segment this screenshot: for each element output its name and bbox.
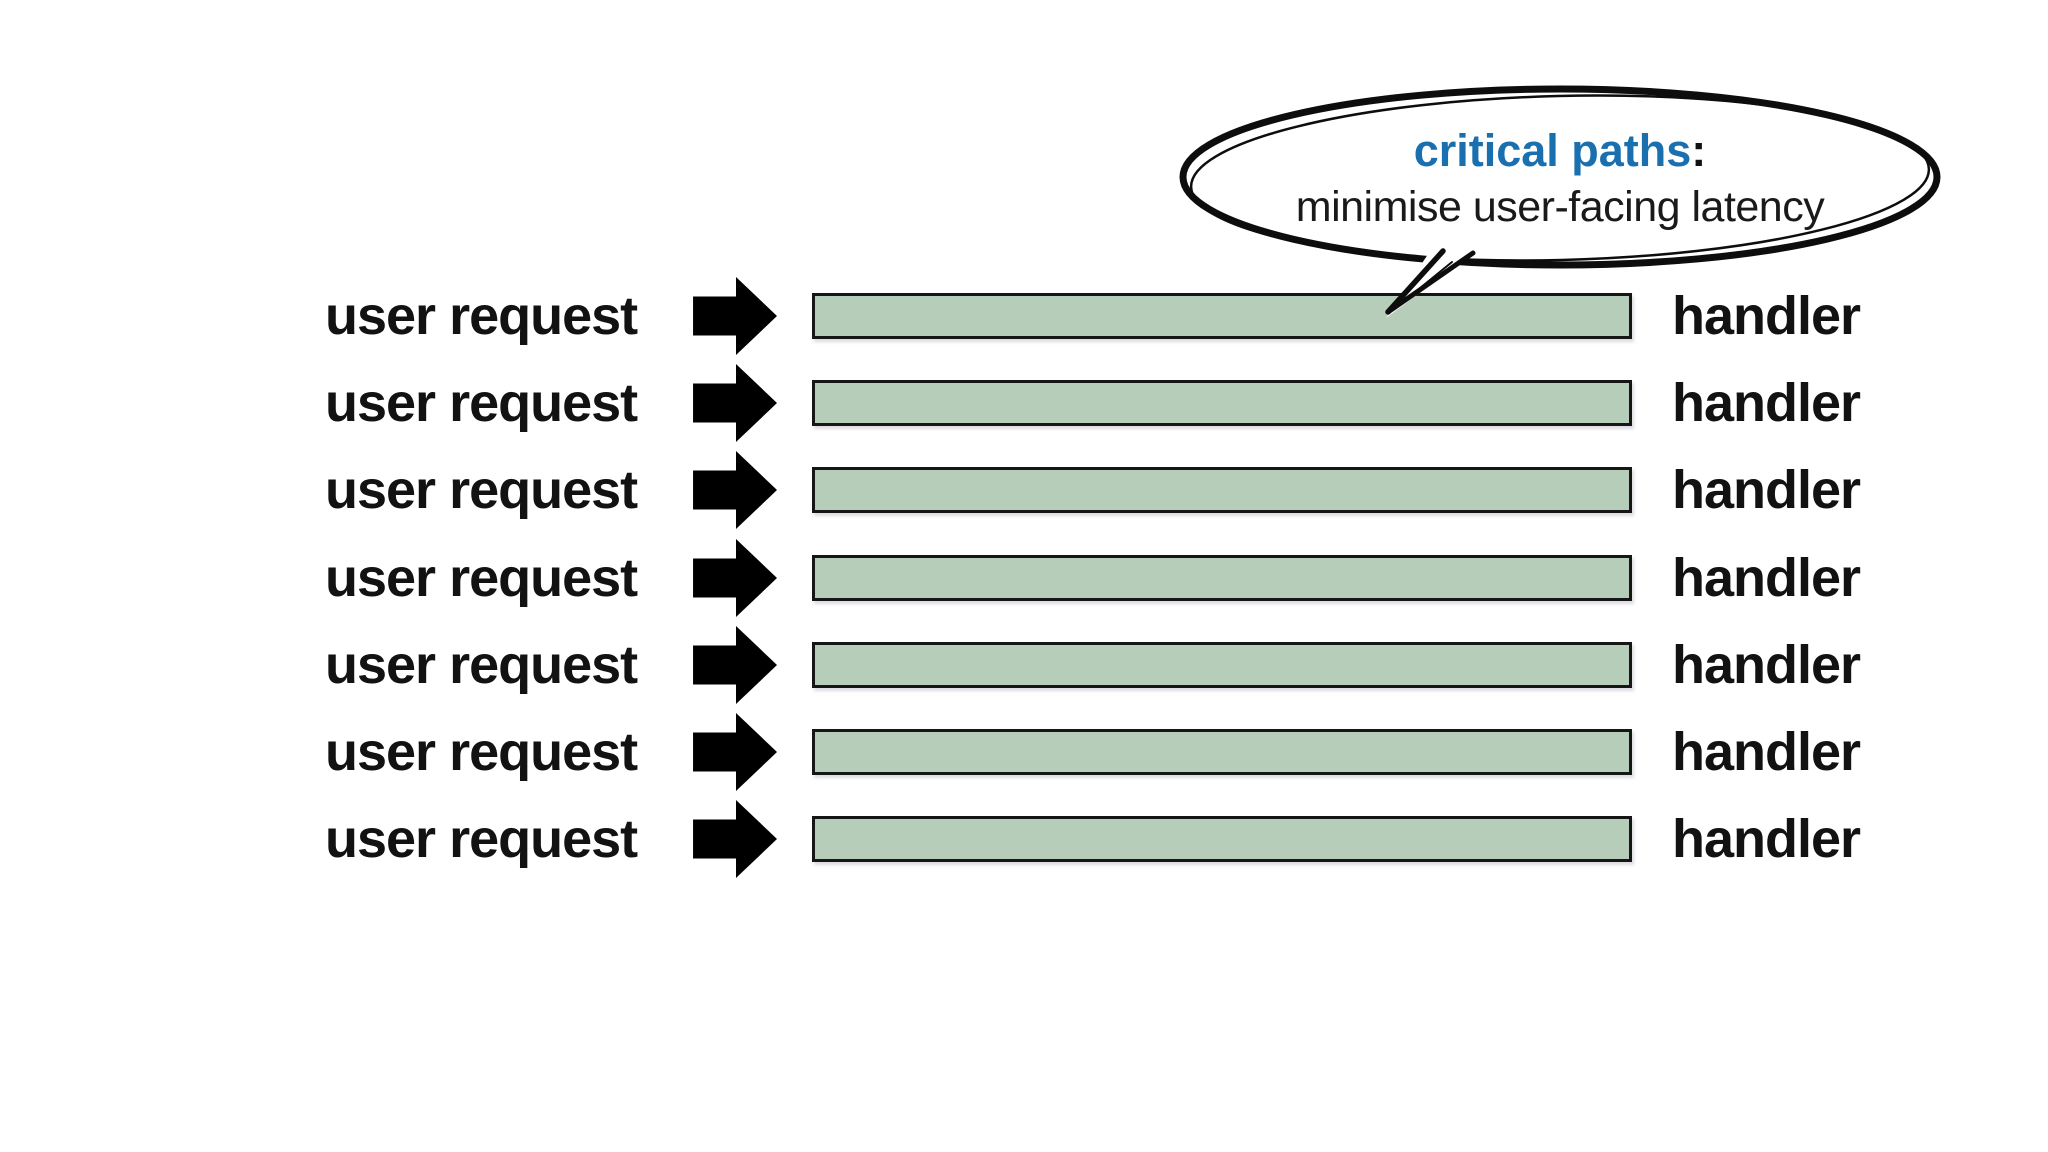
- speech-bubble-outline: [1179, 85, 1941, 269]
- handler-label: handler: [1672, 809, 1861, 870]
- critical-path-bar: [812, 729, 1632, 775]
- user-request-label: user request: [325, 286, 638, 346]
- speech-bubble-text: critical paths: minimise user-facing lat…: [1190, 95, 1930, 263]
- bubble-title-text: critical paths: [1413, 125, 1692, 176]
- handler-label: handler: [1672, 460, 1861, 521]
- user-request-label: user request: [325, 460, 638, 521]
- handler-label: handler: [1672, 286, 1861, 346]
- user-request-label: user request: [325, 722, 638, 782]
- bubble-title-colon: :: [1691, 125, 1707, 176]
- user-request-label: user request: [325, 809, 638, 870]
- handler-label: handler: [1672, 373, 1861, 434]
- handler-label: handler: [1672, 722, 1861, 782]
- bubble-title: critical paths:: [1414, 123, 1707, 179]
- bubble-subtitle: minimise user-facing latency: [1295, 183, 1825, 231]
- critical-path-bar: [812, 554, 1632, 601]
- arrow-right-icon: [693, 538, 777, 617]
- handler-label: handler: [1672, 547, 1861, 608]
- arrow-right-icon: [693, 712, 777, 792]
- user-request-label: user request: [325, 373, 638, 434]
- critical-path-bar: [812, 816, 1632, 863]
- arrow-right-icon: [693, 364, 777, 443]
- critical-path-bar: [812, 641, 1632, 688]
- handler-label: handler: [1672, 634, 1861, 695]
- arrow-right-icon: [693, 625, 777, 704]
- user-request-label: user request: [325, 547, 638, 608]
- arrow-right-icon: [693, 800, 777, 879]
- arrow-right-icon: [693, 451, 777, 530]
- critical-path-bar: [812, 293, 1632, 339]
- critical-path-bar: [812, 467, 1632, 514]
- speech-bubble-outline-sketch: [1189, 94, 1931, 262]
- user-request-label: user request: [325, 634, 638, 695]
- critical-path-bar: [812, 380, 1632, 427]
- arrow-right-icon: [693, 276, 777, 356]
